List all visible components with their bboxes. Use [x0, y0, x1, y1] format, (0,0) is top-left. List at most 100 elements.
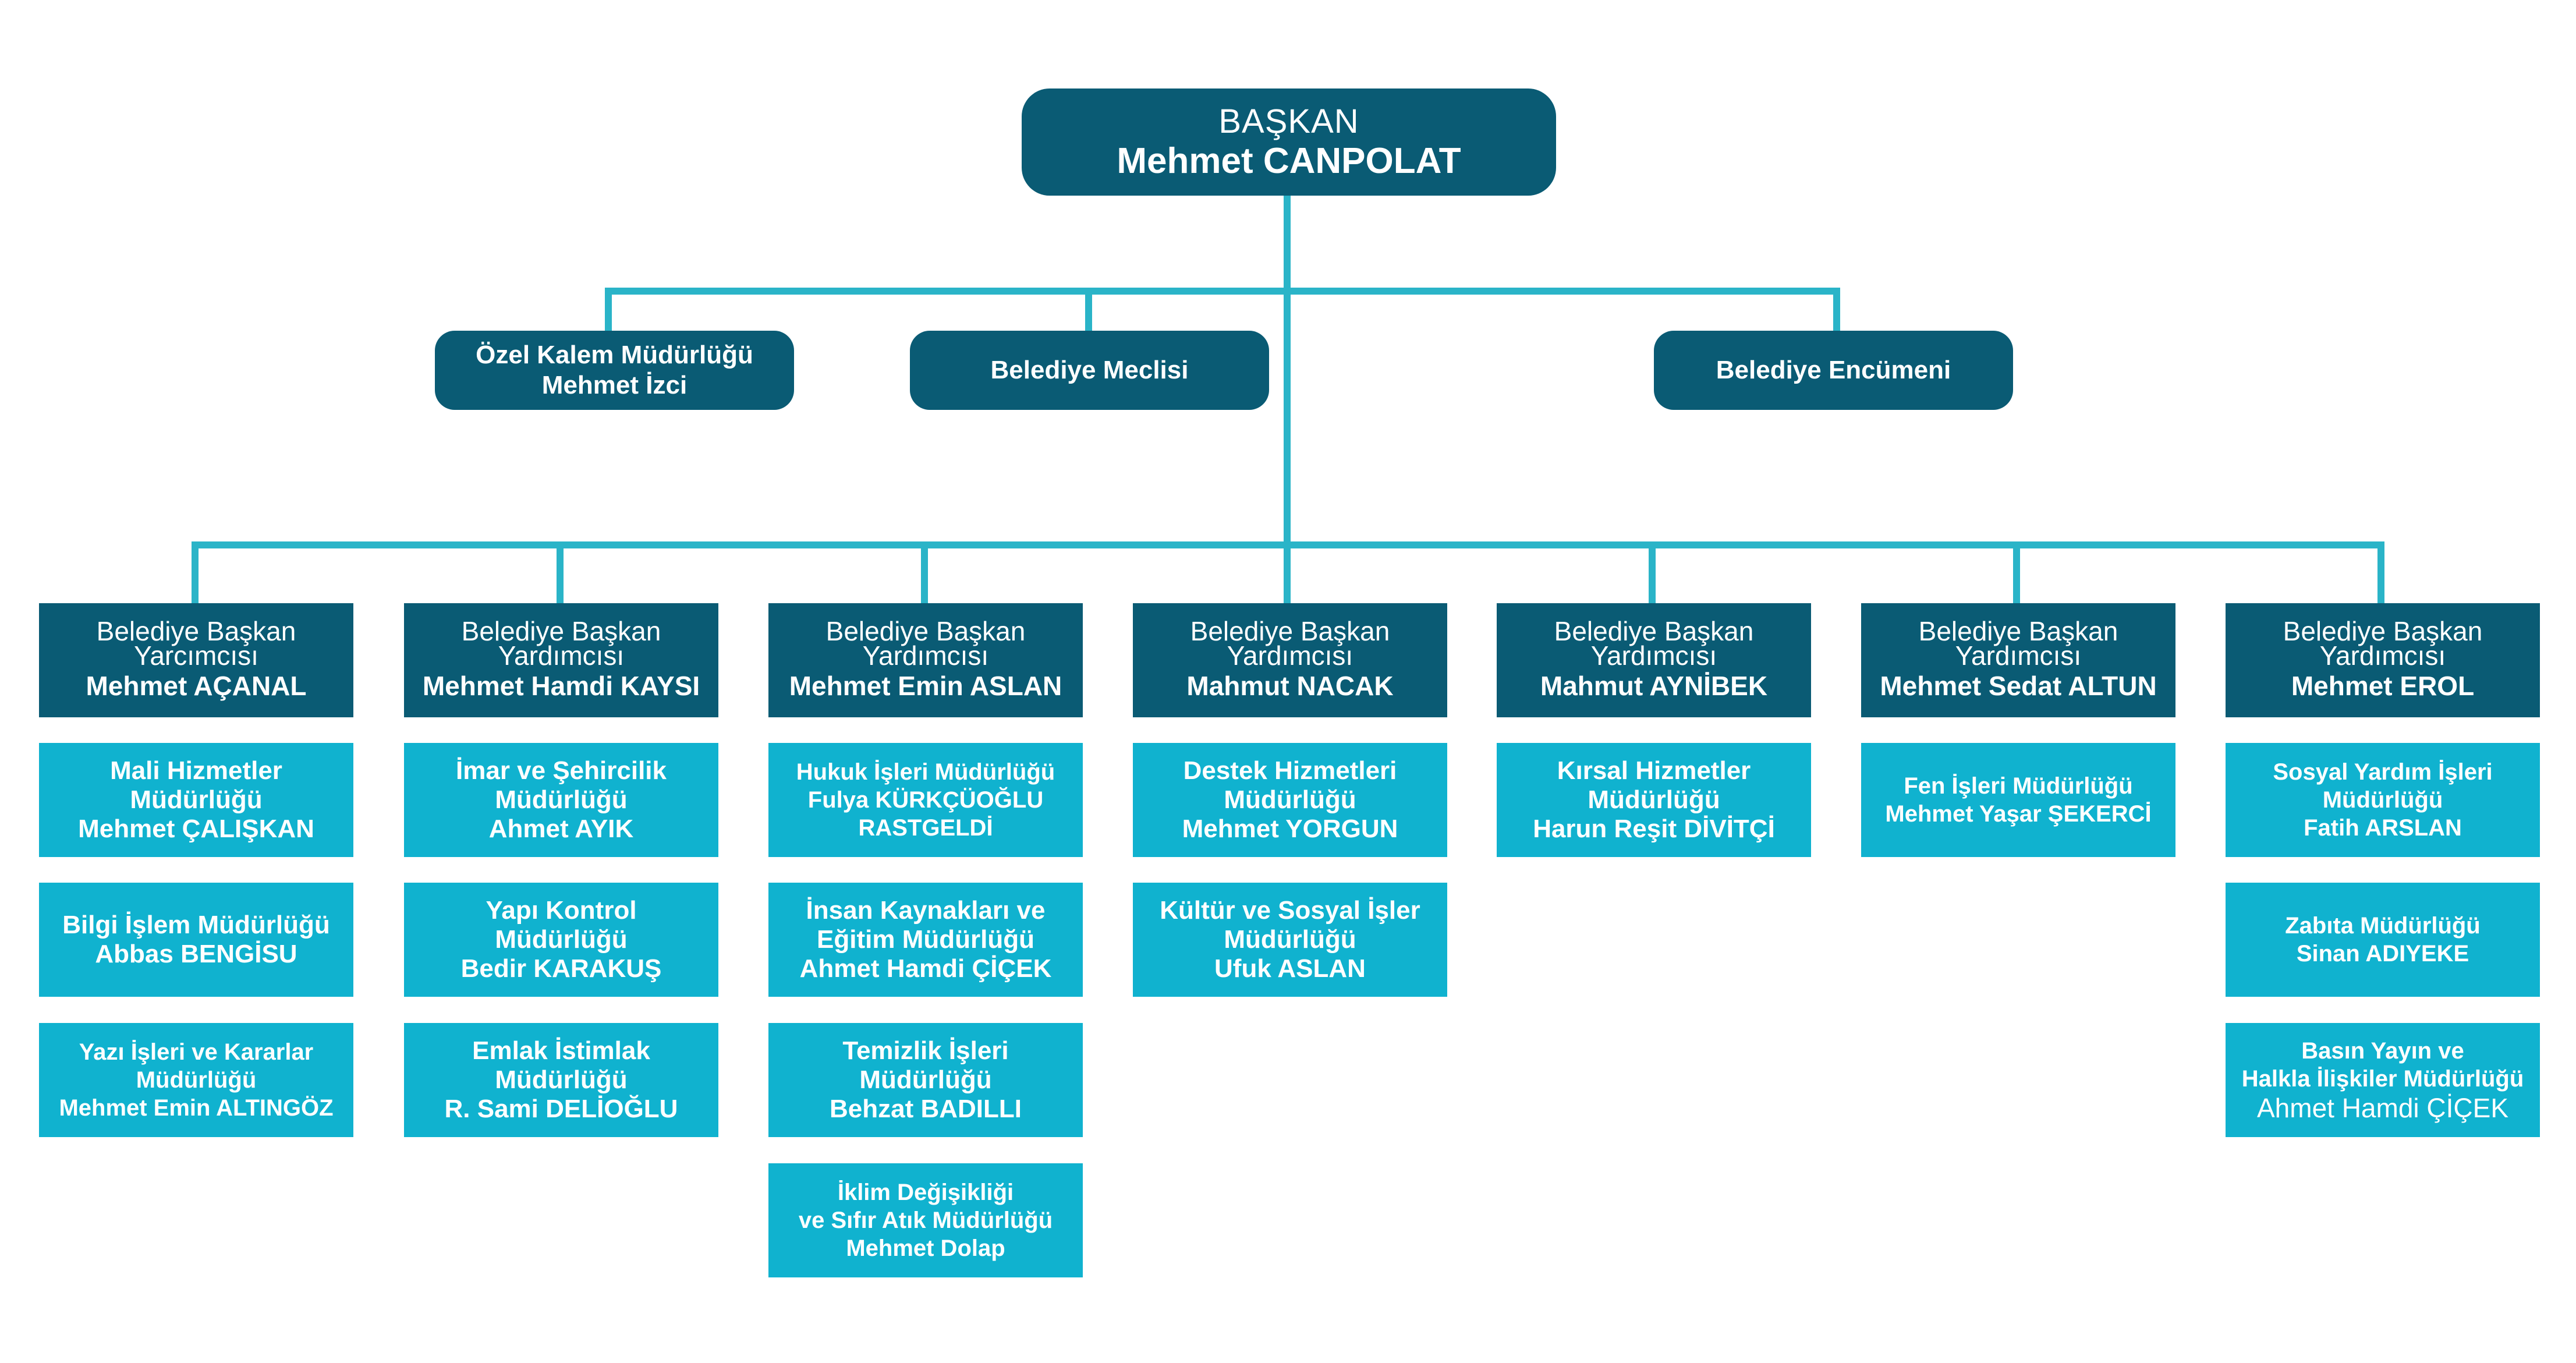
private-office-box: Özel Kalem Müdürlüğü Mehmet İzci [435, 331, 794, 410]
vp-name: Mehmet AÇANAL [86, 671, 307, 701]
dept-line: İklim Değişikliği [837, 1180, 1014, 1205]
president-box: BAŞKAN Mehmet CANPOLAT [1022, 88, 1556, 196]
dept-line: Destek Hizmetleri [1183, 756, 1397, 785]
dept-box: Kültür ve Sosyal İşler Müdürlüğü Ufuk AS… [1133, 883, 1447, 997]
vp-title-line2: Yardımcısı [2319, 640, 2446, 671]
dept-line: Mehmet Dolap [846, 1235, 1005, 1261]
dept-box: Emlak İstimlak Müdürlüğü R. Sami DELİOĞL… [404, 1023, 718, 1137]
dept-line: RASTGELDİ [858, 815, 993, 841]
vp-title-line2: Yarcımcısı [134, 640, 258, 671]
dept-line: R. Sami DELİOĞLU [444, 1095, 678, 1123]
vp-box-4: Belediye Başkan Yardımcısı Mahmut NACAK [1133, 603, 1447, 717]
dept-line: Halkla İlişkiler Müdürlüğü [2241, 1066, 2524, 1092]
dept-line: Behzat BADILLI [830, 1095, 1022, 1123]
vp-box-1: Belediye Başkan Yarcımcısı Mehmet AÇANAL [39, 603, 353, 717]
vp-box-3: Belediye Başkan Yardımcısı Mehmet Emin A… [768, 603, 1083, 717]
dept-line: Müdürlüğü [1224, 785, 1356, 814]
dept-line: Fulya KÜRKÇÜOĞLU [807, 787, 1044, 813]
dept-line: Kültür ve Sosyal İşler [1160, 896, 1420, 925]
dept-box: Basın Yayın ve Halkla İlişkiler Müdürlüğ… [2226, 1023, 2540, 1137]
vp-box-7: Belediye Başkan Yardımcısı Mehmet EROL [2226, 603, 2540, 717]
dept-line: Yapı Kontrol [486, 896, 637, 925]
dept-box: Kırsal Hizmetler Müdürlüğü Harun Reşit D… [1497, 743, 1811, 857]
vp-name: Mahmut AYNİBEK [1540, 671, 1768, 701]
dept-line: Ahmet Hamdi ÇİÇEK [799, 954, 1052, 983]
dept-box: Mali Hizmetler Müdürlüğü Mehmet ÇALIŞKAN [39, 743, 353, 857]
president-title: BAŞKAN [1218, 102, 1359, 140]
dept-line: Ahmet Hamdi ÇİÇEK [2256, 1093, 2508, 1123]
vp-title-line1: Belediye Başkan [1190, 616, 1390, 646]
municipal-committee-title: Belediye Encümeni [1716, 356, 1951, 384]
private-office-name: Mehmet İzci [541, 371, 688, 399]
dept-box: Fen İşleri Müdürlüğü Mehmet Yaşar ŞEKERC… [1861, 743, 2175, 857]
dept-line: Abbas BENGİSU [95, 940, 297, 968]
dept-line: Müdürlüğü [130, 785, 263, 814]
dept-line: Müdürlüğü [495, 925, 628, 954]
dept-line: Müdürlüğü [1224, 925, 1356, 954]
dept-line: Yazı İşleri ve Kararlar [79, 1039, 314, 1065]
dept-line: Müdürlüğü [136, 1067, 257, 1093]
dept-line: Basın Yayın ve [2301, 1038, 2464, 1064]
dept-box: İmar ve Şehircilik Müdürlüğü Ahmet AYIK [404, 743, 718, 857]
dept-line: Harun Reşit DİVİTÇİ [1533, 815, 1775, 843]
dept-line: Fatih ARSLAN [2304, 815, 2462, 841]
dept-line: Eğitim Müdürlüğü [817, 925, 1034, 954]
dept-box: İklim Değişikliği ve Sıfır Atık Müdürlüğ… [768, 1163, 1083, 1277]
vp-name: Mehmet Sedat ALTUN [1880, 671, 2157, 701]
vp-title-line1: Belediye Başkan [96, 616, 296, 646]
vp-name: Mehmet EROL [2291, 671, 2475, 701]
vp-title-line1: Belediye Başkan [825, 616, 1026, 646]
dept-line: Müdürlüğü [1588, 785, 1720, 814]
dept-line: İmar ve Şehircilik [456, 756, 667, 785]
dept-line: Bedir KARAKUŞ [460, 954, 662, 983]
vp-box-5: Belediye Başkan Yardımcısı Mahmut AYNİBE… [1497, 603, 1811, 717]
dept-line: Hukuk İşleri Müdürlüğü [796, 759, 1055, 785]
dept-line: Kırsal Hizmetler [1557, 756, 1751, 785]
vp-name: Mehmet Emin ASLAN [789, 671, 1062, 701]
vp-title-line1: Belediye Başkan [461, 616, 661, 646]
dept-box: Yazı İşleri ve Kararlar Müdürlüğü Mehmet… [39, 1023, 353, 1137]
dept-line: İnsan Kaynakları ve [806, 896, 1046, 925]
dept-box: Yapı Kontrol Müdürlüğü Bedir KARAKUŞ [404, 883, 718, 997]
vp-box-2: Belediye Başkan Yardımcısı Mehmet Hamdi … [404, 603, 718, 717]
vp-name: Mehmet Hamdi KAYSI [422, 671, 700, 701]
vp-title-line1: Belediye Başkan [2283, 616, 2483, 646]
dept-line: Zabıta Müdürlüğü [2285, 913, 2481, 939]
dept-box: Hukuk İşleri Müdürlüğü Fulya KÜRKÇÜOĞLU … [768, 743, 1083, 857]
dept-line: Ahmet AYIK [488, 815, 634, 843]
vp-title-line1: Belediye Başkan [1554, 616, 1754, 646]
dept-line: Fen İşleri Müdürlüğü [1904, 773, 2133, 799]
dept-line: Ufuk ASLAN [1214, 954, 1366, 983]
vp-box-6: Belediye Başkan Yardımcısı Mehmet Sedat … [1861, 603, 2175, 717]
dept-box: Bilgi İşlem Müdürlüğü Abbas BENGİSU [39, 883, 353, 997]
dept-line: Müdürlüğü [859, 1065, 992, 1094]
dept-line: Müdürlüğü [495, 785, 628, 814]
president-name: Mehmet CANPOLAT [1117, 141, 1461, 181]
dept-box: İnsan Kaynakları ve Eğitim Müdürlüğü Ahm… [768, 883, 1083, 997]
dept-line: Emlak İstimlak [472, 1036, 650, 1065]
vp-title-line2: Yardımcısı [1227, 640, 1353, 671]
dept-box: Zabıta Müdürlüğü Sinan ADIYEKE [2226, 883, 2540, 997]
dept-line: Mehmet Emin ALTINGÖZ [59, 1095, 334, 1121]
dept-line: Bilgi İşlem Müdürlüğü [62, 911, 330, 939]
dept-line: Sosyal Yardım İşleri [2273, 759, 2493, 785]
dept-line: Mali Hizmetler [110, 756, 282, 785]
vp-title-line2: Yardımcısı [498, 640, 625, 671]
dept-line: ve Sıfır Atık Müdürlüğü [798, 1208, 1053, 1233]
dept-line: Sinan ADIYEKE [2296, 941, 2469, 967]
dept-line: Mehmet ÇALIŞKAN [78, 815, 314, 843]
dept-box: Temizlik İşleri Müdürlüğü Behzat BADILLI [768, 1023, 1083, 1137]
vp-title-line2: Yardımcısı [1590, 640, 1717, 671]
vp-name: Mahmut NACAK [1186, 671, 1394, 701]
dept-box: Destek Hizmetleri Müdürlüğü Mehmet YORGU… [1133, 743, 1447, 857]
dept-line: Mehmet YORGUN [1182, 815, 1398, 843]
dept-box: Sosyal Yardım İşleri Müdürlüğü Fatih ARS… [2226, 743, 2540, 857]
municipal-committee-box: Belediye Encümeni [1654, 331, 2013, 410]
municipal-council-title: Belediye Meclisi [990, 356, 1189, 384]
vp-title-line2: Yardımcısı [862, 640, 989, 671]
private-office-title: Özel Kalem Müdürlüğü [476, 341, 753, 369]
municipal-council-box: Belediye Meclisi [910, 331, 1269, 410]
vp-title-line2: Yardımcısı [1955, 640, 2082, 671]
dept-line: Müdürlüğü [2322, 787, 2443, 813]
